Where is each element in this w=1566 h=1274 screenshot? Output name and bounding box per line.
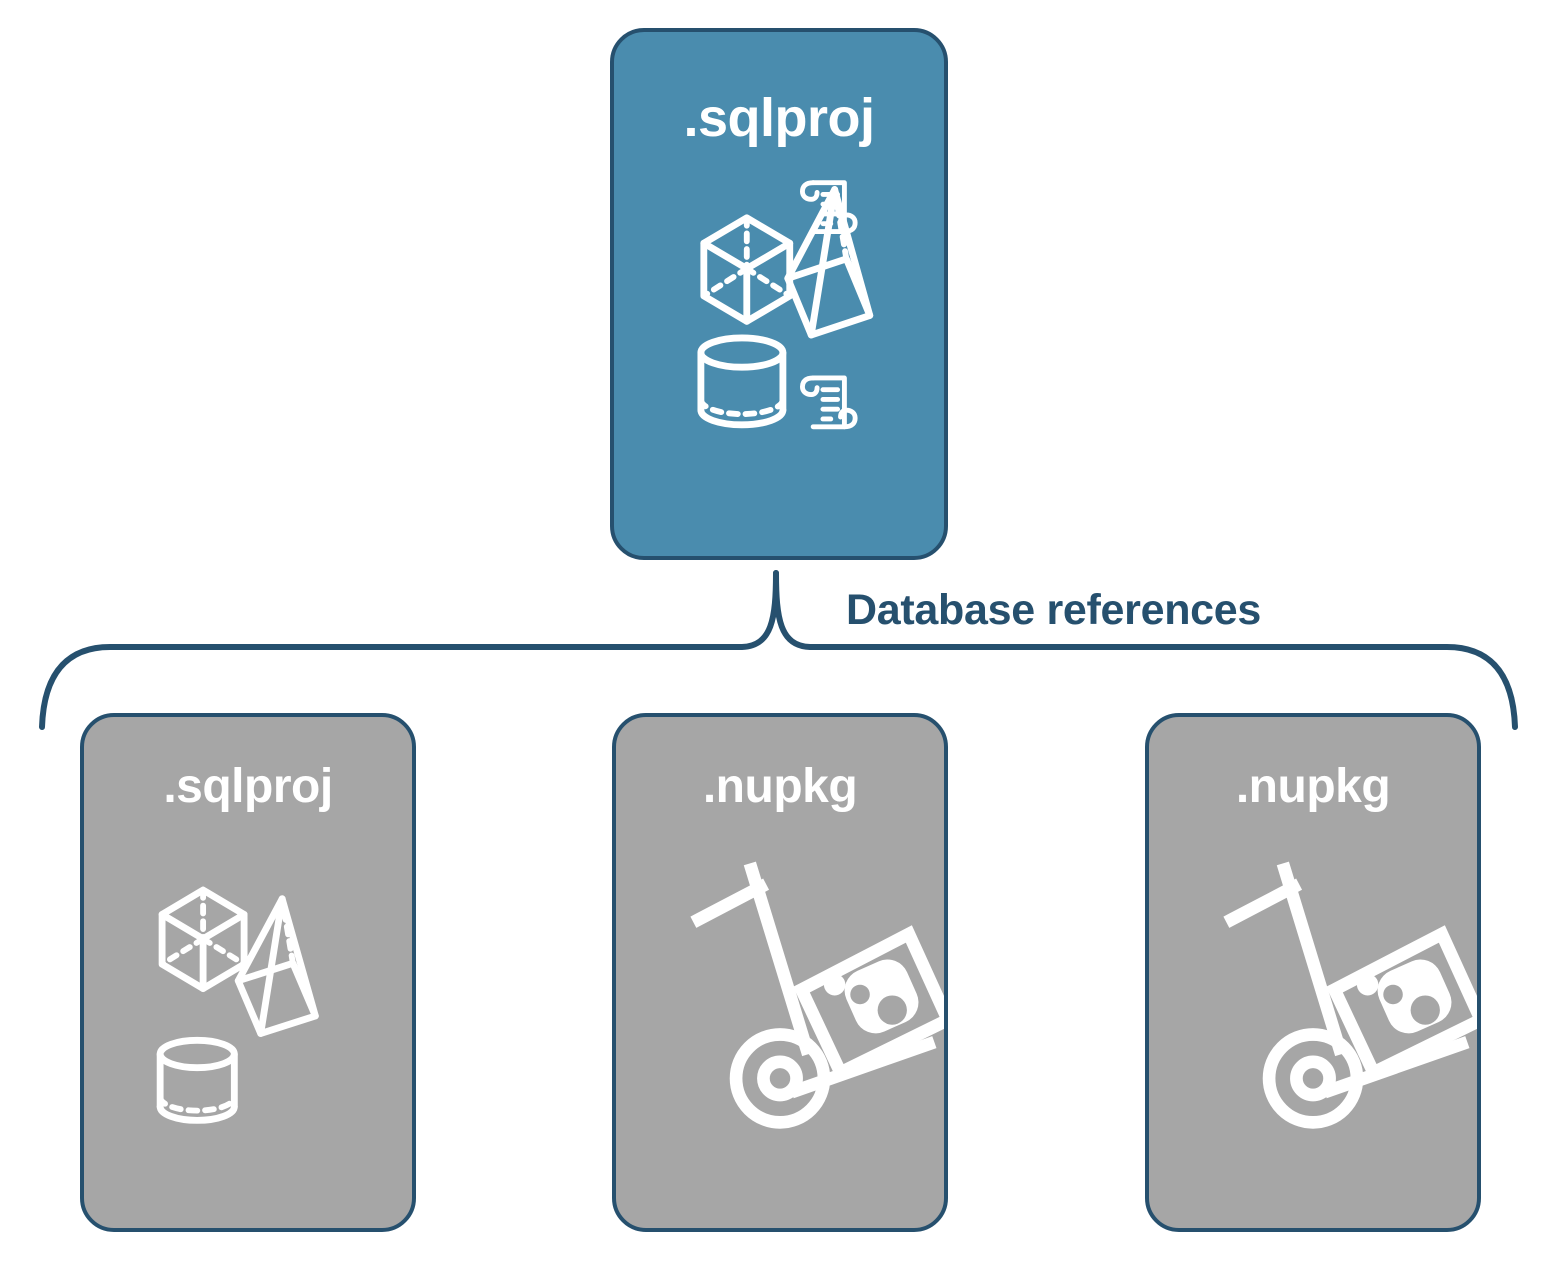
pyramid-icon <box>234 895 319 1037</box>
node-ref-nupkg-2-title: .nupkg <box>1235 760 1391 813</box>
cube-icon <box>700 214 794 325</box>
pyramid-icon <box>784 186 874 339</box>
node-ref-nupkg-1[interactable]: .nupkg <box>612 713 948 1232</box>
bracket-left-arm <box>39 570 779 730</box>
node-root-title: .sqlproj <box>683 88 875 148</box>
node-ref-sqlproj[interactable]: .sqlproj <box>80 713 416 1232</box>
node-root-sqlproj[interactable]: .sqlproj <box>610 28 948 560</box>
scroll-icon <box>799 180 858 234</box>
cylinder-icon <box>156 1036 238 1124</box>
node-ref-nupkg-2[interactable]: .nupkg <box>1145 713 1481 1232</box>
cube-icon <box>158 886 248 993</box>
scroll-icon <box>799 375 858 430</box>
nuget-hand-truck-icon <box>1223 861 1477 1129</box>
cylinder-icon <box>697 334 787 429</box>
nuget-hand-truck-icon <box>690 861 944 1129</box>
node-ref-nupkg-1-title: .nupkg <box>702 760 858 813</box>
connector-label: Database references <box>846 586 1261 634</box>
node-ref-sqlproj-title: .sqlproj <box>163 760 333 813</box>
